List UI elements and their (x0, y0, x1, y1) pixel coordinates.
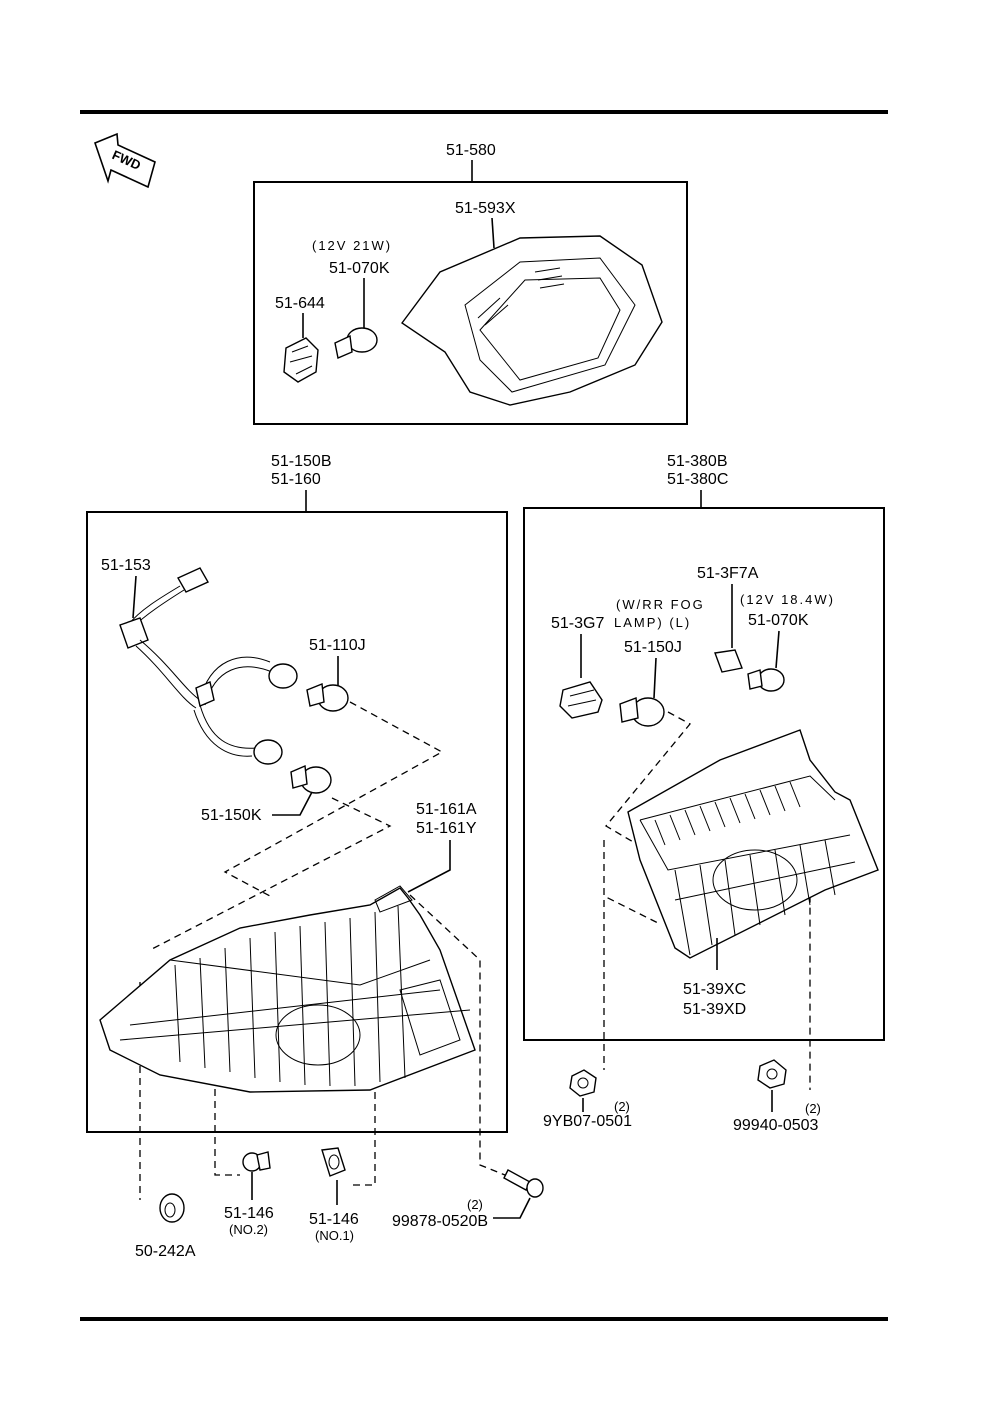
bulb-r-150j (619, 697, 665, 727)
label-high-mount-socket: 51-644 (275, 295, 325, 312)
label-bulb-upper: 51-110J (309, 637, 366, 654)
label-screw: 99878-0520B (392, 1213, 488, 1230)
label-high-mount-assy: 51-580 (446, 142, 496, 159)
label-bulb-spec-r: (12V 18.4W) (740, 592, 835, 607)
label-nut-r-qty: (2) (805, 1101, 821, 1116)
label-clip-50: 50-242A (135, 1243, 196, 1260)
screw-99878 (503, 1169, 544, 1198)
bulb-lower (290, 764, 332, 794)
bulb-r-070k (747, 668, 785, 692)
label-clip-no1-note: (NO.1) (315, 1228, 354, 1243)
label-bulb-r-150j: 51-150J (624, 639, 682, 656)
fwd-label: FWD (110, 147, 143, 173)
nut-9yb07 (569, 1069, 597, 1097)
label-rear-lamp-assy-1: 51-150B (271, 453, 332, 470)
bulb-upper (306, 683, 349, 712)
rear-lamp-lens (99, 885, 476, 1093)
label-high-mount-bulb-spec: (12V 21W) (312, 238, 392, 253)
label-garnish-assy-1: 51-380B (667, 453, 728, 470)
label-bulb-lower: 51-150K (201, 807, 262, 824)
clip-50-242a (159, 1193, 185, 1223)
wiring-harness (119, 567, 298, 765)
label-clip-no2-note: (NO.2) (229, 1222, 268, 1237)
label-socket-3f7a: 51-3F7A (697, 565, 759, 582)
nut-99940 (757, 1059, 787, 1089)
label-nut-l-qty: (2) (614, 1099, 630, 1114)
high-mount-box (253, 181, 688, 425)
label-high-mount-bulb: 51-070K (329, 260, 390, 277)
label-clip-no1: 51-146 (309, 1211, 359, 1228)
fwd-arrow-icon: FWD (93, 132, 156, 189)
rear-lamp-box (86, 511, 508, 1133)
label-screw-qty: (2) (467, 1197, 483, 1212)
label-fog-note-1: (W/RR FOG (616, 597, 705, 612)
high-mount-socket (283, 337, 319, 383)
socket-3g7 (559, 681, 603, 719)
label-lens-r-2: 51-39XD (683, 1001, 746, 1018)
label-fog-note-2: LAMP) (L) (614, 615, 691, 630)
clip-no1 (321, 1147, 346, 1177)
label-socket-3g7: 51-3G7 (551, 615, 604, 632)
label-lens-2: 51-161Y (416, 820, 477, 837)
high-mount-bulb (334, 327, 378, 359)
socket-3f7a (714, 649, 743, 673)
label-bulb-r-070k: 51-070K (748, 612, 809, 629)
high-mount-housing (401, 235, 663, 406)
garnish-box (523, 507, 885, 1041)
garnish-lens (627, 729, 879, 959)
clip-no2 (242, 1151, 271, 1172)
label-nut-l: 9YB07-0501 (543, 1113, 632, 1130)
label-lens-1: 51-161A (416, 801, 477, 818)
label-lens-r-1: 51-39XC (683, 981, 746, 998)
label-clip-no2: 51-146 (224, 1205, 274, 1222)
label-nut-r: 99940-0503 (733, 1117, 819, 1134)
label-rear-lamp-assy-2: 51-160 (271, 471, 321, 488)
label-high-mount-housing: 51-593X (455, 200, 516, 217)
label-wiring-harness: 51-153 (101, 557, 151, 574)
label-garnish-assy-2: 51-380C (667, 471, 728, 488)
